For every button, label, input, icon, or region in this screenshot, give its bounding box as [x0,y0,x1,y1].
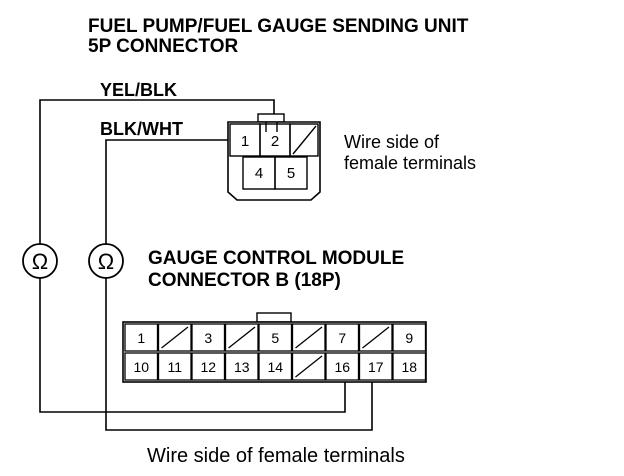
terminal-number: 1 [137,330,145,346]
terminal-cell [124,323,159,352]
connector-lock-tab [257,113,285,123]
blank-slash [228,326,256,349]
ohm-symbol: Ω [98,249,114,274]
connector-5p-housing [227,121,321,201]
module-title-line2: CONNECTOR B (18P) [148,270,341,291]
terminal-number: 2 [271,133,279,150]
wire-label-blk-wht: BLK/WHT [100,119,183,139]
blank-slash [295,355,323,378]
wire-blk-wht [105,139,373,431]
terminal-cell [392,352,427,381]
terminal-number: 5 [271,330,279,346]
terminal-cell [325,352,360,381]
connector-title-line1: FUEL PUMP/FUEL GAUGE SENDING UNIT [88,16,469,37]
terminal-number: 12 [200,359,216,375]
terminal-cell [358,352,393,381]
terminal-cell [191,352,226,381]
terminal-number: 5 [287,165,295,182]
terminal-number: 14 [267,359,283,375]
connector-5p-note-line2: female terminals [344,153,476,173]
terminal-cell [124,352,159,381]
ohmmeter-left: Ω [22,243,58,279]
ohmmeter-right: Ω [88,243,124,279]
wire-yel-blk [39,99,346,413]
terminal-number: 10 [133,359,149,375]
terminal-number: 1 [241,133,249,150]
connector-lock-tab [256,312,292,323]
terminal-number: 3 [204,330,212,346]
connector-title-line2: 5P CONNECTOR [88,36,239,57]
terminal-number: 7 [338,330,346,346]
terminal-cell [325,323,360,352]
terminal-cell-blank [289,123,319,157]
blank-slash [362,326,390,349]
connector-5p-note-line1: Wire side of [344,132,440,152]
terminal-cell [191,323,226,352]
blank-slash [161,326,189,349]
terminal-number: 11 [167,359,182,375]
terminal-number: 13 [234,359,250,375]
terminal-cell [258,323,293,352]
terminal-number: 4 [255,165,263,182]
terminal-cell [157,352,192,381]
blank-slash [292,125,317,155]
terminal-number: 18 [401,359,417,375]
footer-note: Wire side of female terminals [147,445,405,467]
blank-slash [295,326,323,349]
module-title-line1: GAUGE CONTROL MODULE [148,248,404,269]
wire-label-yel-blk: YEL/BLK [100,80,177,100]
ohm-symbol: Ω [32,249,48,274]
terminal-cell [258,352,293,381]
terminal-cell [392,323,427,352]
terminal-number: 16 [334,359,350,375]
terminal-number: 17 [368,359,384,375]
connector-5p: 1 2 4 5 [227,113,321,201]
terminal-cell [224,352,259,381]
terminal-number: 9 [405,330,413,346]
terminal-cell [274,156,308,190]
